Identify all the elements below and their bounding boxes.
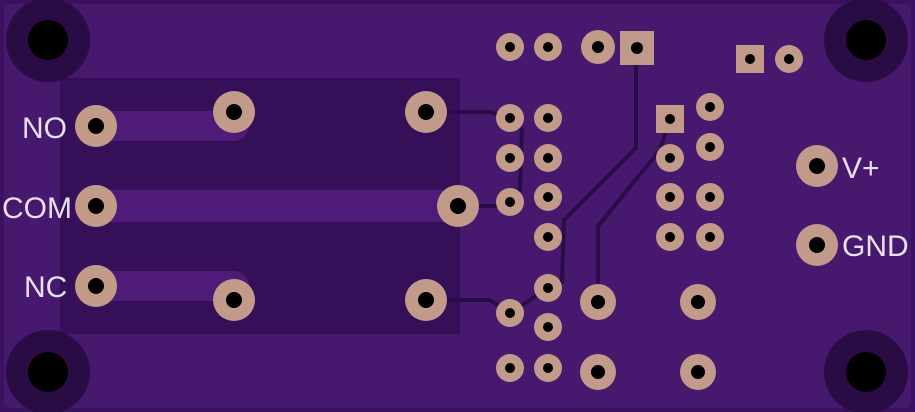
pad-small: [534, 183, 562, 211]
mounting-hole: [846, 20, 886, 60]
pad-small: [534, 313, 562, 341]
pad-medium: [680, 354, 716, 390]
pad-relay: [437, 185, 479, 227]
silkscreen: NO COM NC V+ GND: [2, 112, 909, 304]
pad-small: [496, 354, 524, 382]
pad-small: [775, 45, 803, 73]
label-gnd: GND: [842, 230, 909, 263]
label-com: COM: [2, 192, 72, 225]
pad-medium: [581, 30, 615, 64]
signal-trace: [596, 117, 672, 300]
pad-nc: [75, 265, 117, 307]
pad-small: [696, 183, 724, 211]
pad-medium: [680, 284, 716, 320]
pad-small: [534, 223, 562, 251]
label-no: NO: [22, 112, 67, 145]
pad-small: [534, 144, 562, 172]
pad-no: [75, 105, 117, 147]
pad-small: [656, 223, 684, 251]
pad-small: [656, 144, 684, 172]
pad-com: [75, 185, 117, 227]
pad-small: [534, 274, 562, 302]
label-nc: NC: [24, 271, 67, 304]
pad-small: [696, 93, 724, 121]
pad-vplus: [796, 145, 838, 187]
pad-square: [736, 45, 764, 73]
pad-small: [496, 188, 524, 216]
pad-relay: [213, 279, 255, 321]
pad-relay: [405, 91, 447, 133]
pad-small: [534, 104, 562, 132]
pad-small: [656, 183, 684, 211]
pad-small: [496, 33, 524, 61]
pad-square: [620, 31, 654, 65]
mounting-hole: [28, 352, 68, 392]
relay-traces: [80, 111, 474, 301]
label-vplus: V+: [842, 152, 880, 185]
pad-small: [496, 144, 524, 172]
pad-small: [696, 133, 724, 161]
mounting-hole: [846, 352, 886, 392]
pad-small: [534, 354, 562, 382]
mounting-hole: [28, 20, 68, 60]
pad-gnd: [796, 224, 838, 266]
pad-relay: [405, 279, 447, 321]
pad-small: [496, 104, 524, 132]
pad-small: [534, 33, 562, 61]
pad-square: [656, 105, 684, 133]
pad-medium: [580, 284, 616, 320]
pad-small: [696, 223, 724, 251]
pad-small: [496, 299, 524, 327]
mounting-holes: [6, 0, 908, 412]
pad-medium: [580, 354, 616, 390]
pads: [75, 30, 838, 390]
pad-relay: [213, 91, 255, 133]
